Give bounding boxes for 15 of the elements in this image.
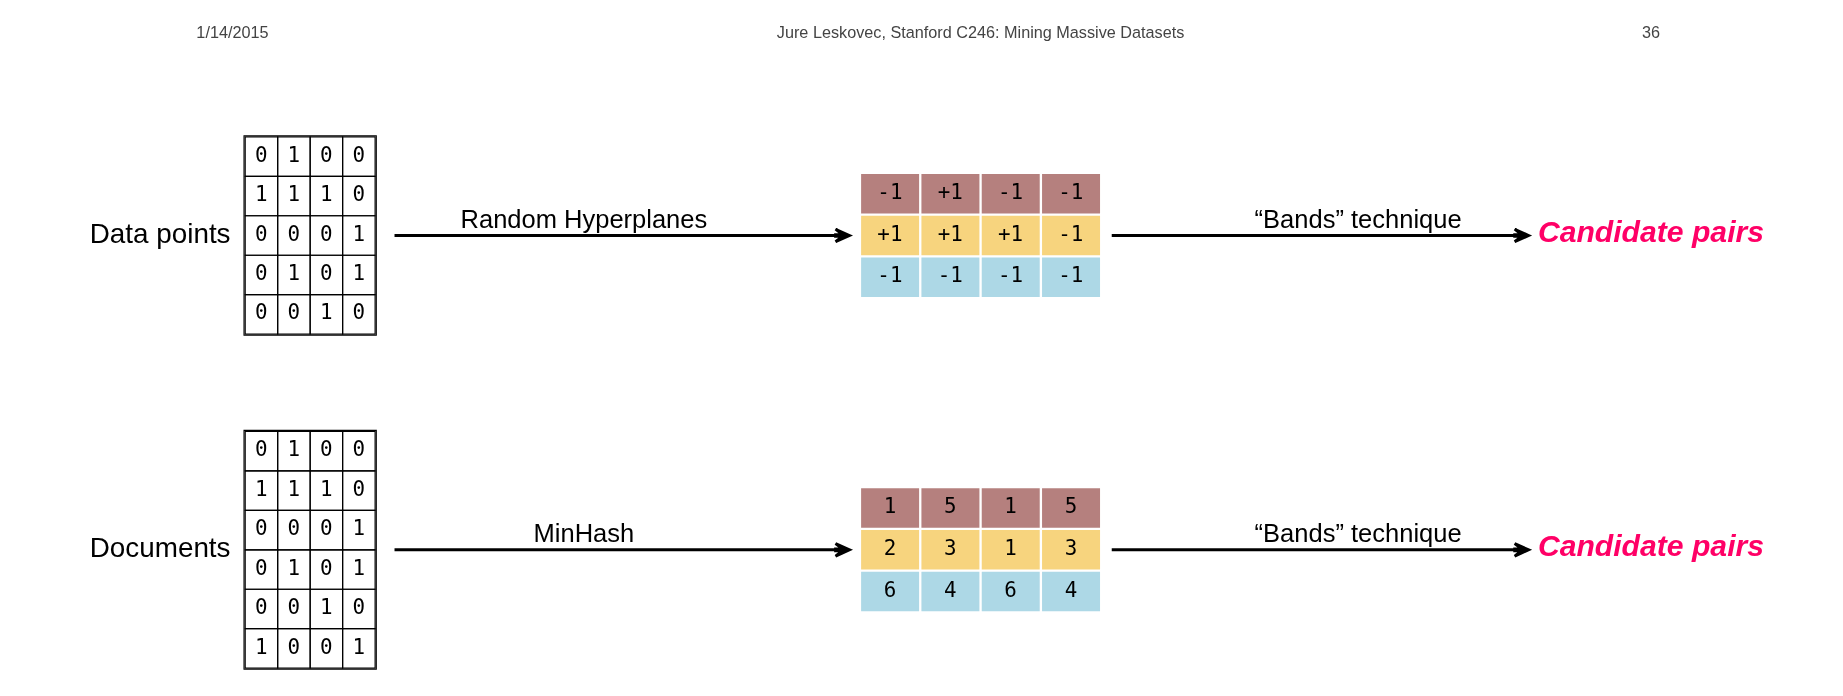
- edge-label: Random Hyperplanes: [460, 205, 707, 234]
- label: Jure Leskovec, Stanford C246: Mining Massive Datasets: [776, 22, 1184, 41]
- label: 1/14/2015: [195, 22, 269, 41]
- edge-label: MinHash: [533, 519, 634, 548]
- edge-label: “Bands” technique: [1254, 519, 1462, 548]
- arrow: [1111, 227, 1530, 244]
- node-text: Candidate pairs: [1537, 214, 1764, 248]
- arrow: [394, 227, 851, 244]
- node-label: Data points: [89, 217, 231, 249]
- arrow: [1111, 542, 1530, 558]
- node-text: Candidate pairs: [1537, 528, 1764, 562]
- arrow: [394, 542, 851, 558]
- node-label: Documents: [89, 532, 231, 564]
- label: 36: [1641, 22, 1660, 41]
- edge-label: “Bands” technique: [1254, 205, 1462, 234]
